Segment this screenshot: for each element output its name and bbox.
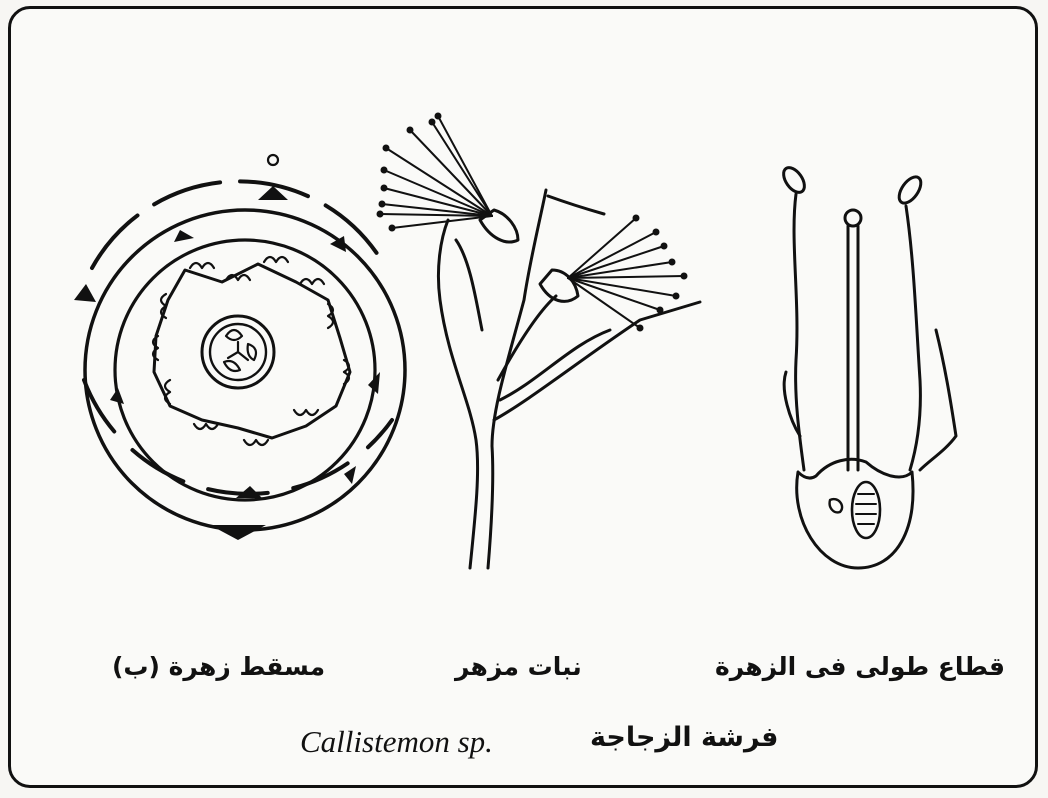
stamen-ring xyxy=(154,264,350,438)
receptacle-cup xyxy=(797,459,913,568)
axis-marker xyxy=(268,155,278,165)
right-filament xyxy=(906,206,920,470)
right-anther xyxy=(895,173,925,207)
longitudinal-section-caption: قطاع طولى فى الزهرة xyxy=(715,652,1005,681)
style xyxy=(848,226,858,470)
ovary-chamber xyxy=(852,482,880,538)
flower-longitudinal-section-drawing xyxy=(779,164,956,568)
flowering-plant-caption: نبات مزهر xyxy=(455,652,582,681)
outer-ring xyxy=(85,210,405,530)
upper-filaments xyxy=(380,116,492,228)
common-name: فرشة الزجاجة xyxy=(590,722,778,753)
floral-diagram-drawing xyxy=(74,155,405,540)
figure-title: Callistemon sp. فرشة الزجاجة xyxy=(300,720,770,770)
floral-diagram-caption: مسقط زهرة (ب) xyxy=(112,652,325,681)
ovule xyxy=(830,499,842,512)
scientific-name: Callistemon sp. xyxy=(300,724,493,760)
stigma xyxy=(845,210,861,226)
side-branch xyxy=(494,302,700,420)
flowering-branch-drawing xyxy=(377,113,701,569)
ovules xyxy=(224,330,256,371)
main-stem xyxy=(438,220,477,568)
left-anther xyxy=(779,164,808,196)
